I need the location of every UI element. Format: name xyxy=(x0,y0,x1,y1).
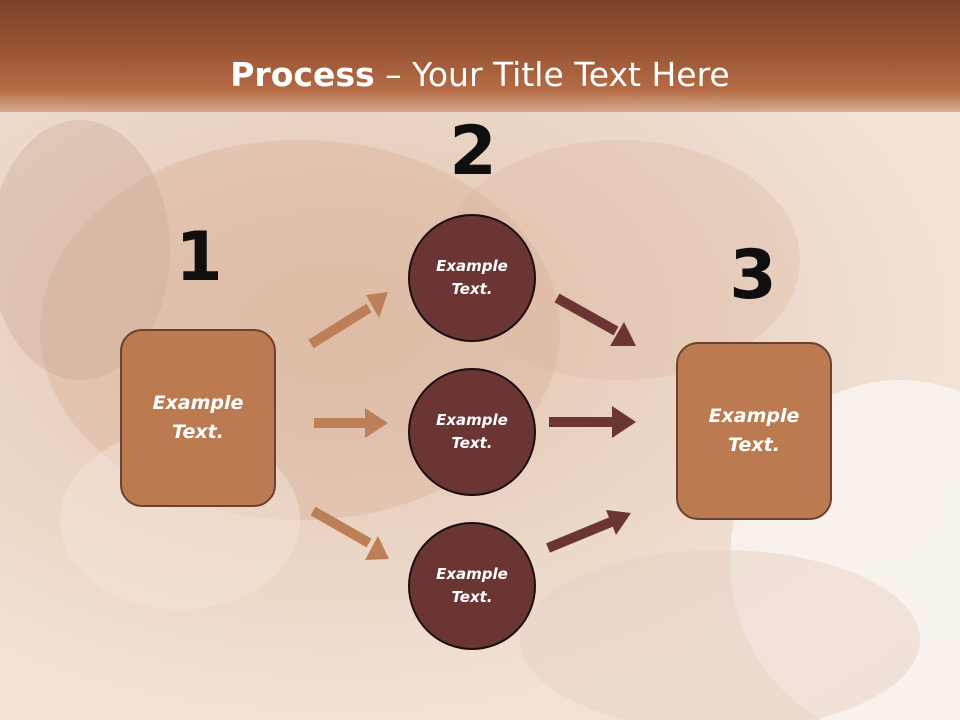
arrow-middle-to-right xyxy=(549,406,636,438)
step-2c-circle: Example Text. xyxy=(408,522,536,650)
title-bold: Process xyxy=(230,55,375,94)
slide-title: Process – Your Title Text Here xyxy=(0,54,960,96)
arrow-left-to-bottom xyxy=(310,506,389,560)
step-1-box: Example Text. xyxy=(120,329,276,507)
step-2b-circle: Example Text. xyxy=(408,368,536,496)
step-3-box: Example Text. xyxy=(676,342,832,520)
title-rest: – Your Title Text Here xyxy=(374,55,730,94)
step-3-label: Example Text. xyxy=(708,405,800,456)
step-2a-label: Example Text. xyxy=(436,257,508,298)
step-2c-label: Example Text. xyxy=(436,565,508,606)
arrow-left-to-middle xyxy=(314,408,388,438)
step-1-label: Example Text. xyxy=(152,392,244,443)
step-2b-label: Example Text. xyxy=(436,411,508,452)
step-number-3: 3 xyxy=(729,236,777,315)
step-2a-circle: Example Text. xyxy=(408,214,536,342)
arrow-top-to-right xyxy=(554,293,636,346)
step-number-1: 1 xyxy=(175,218,223,297)
arrow-bottom-to-right xyxy=(546,510,631,553)
arrow-left-to-top xyxy=(308,292,388,349)
step-number-2: 2 xyxy=(449,112,497,191)
title-bar xyxy=(0,0,960,112)
